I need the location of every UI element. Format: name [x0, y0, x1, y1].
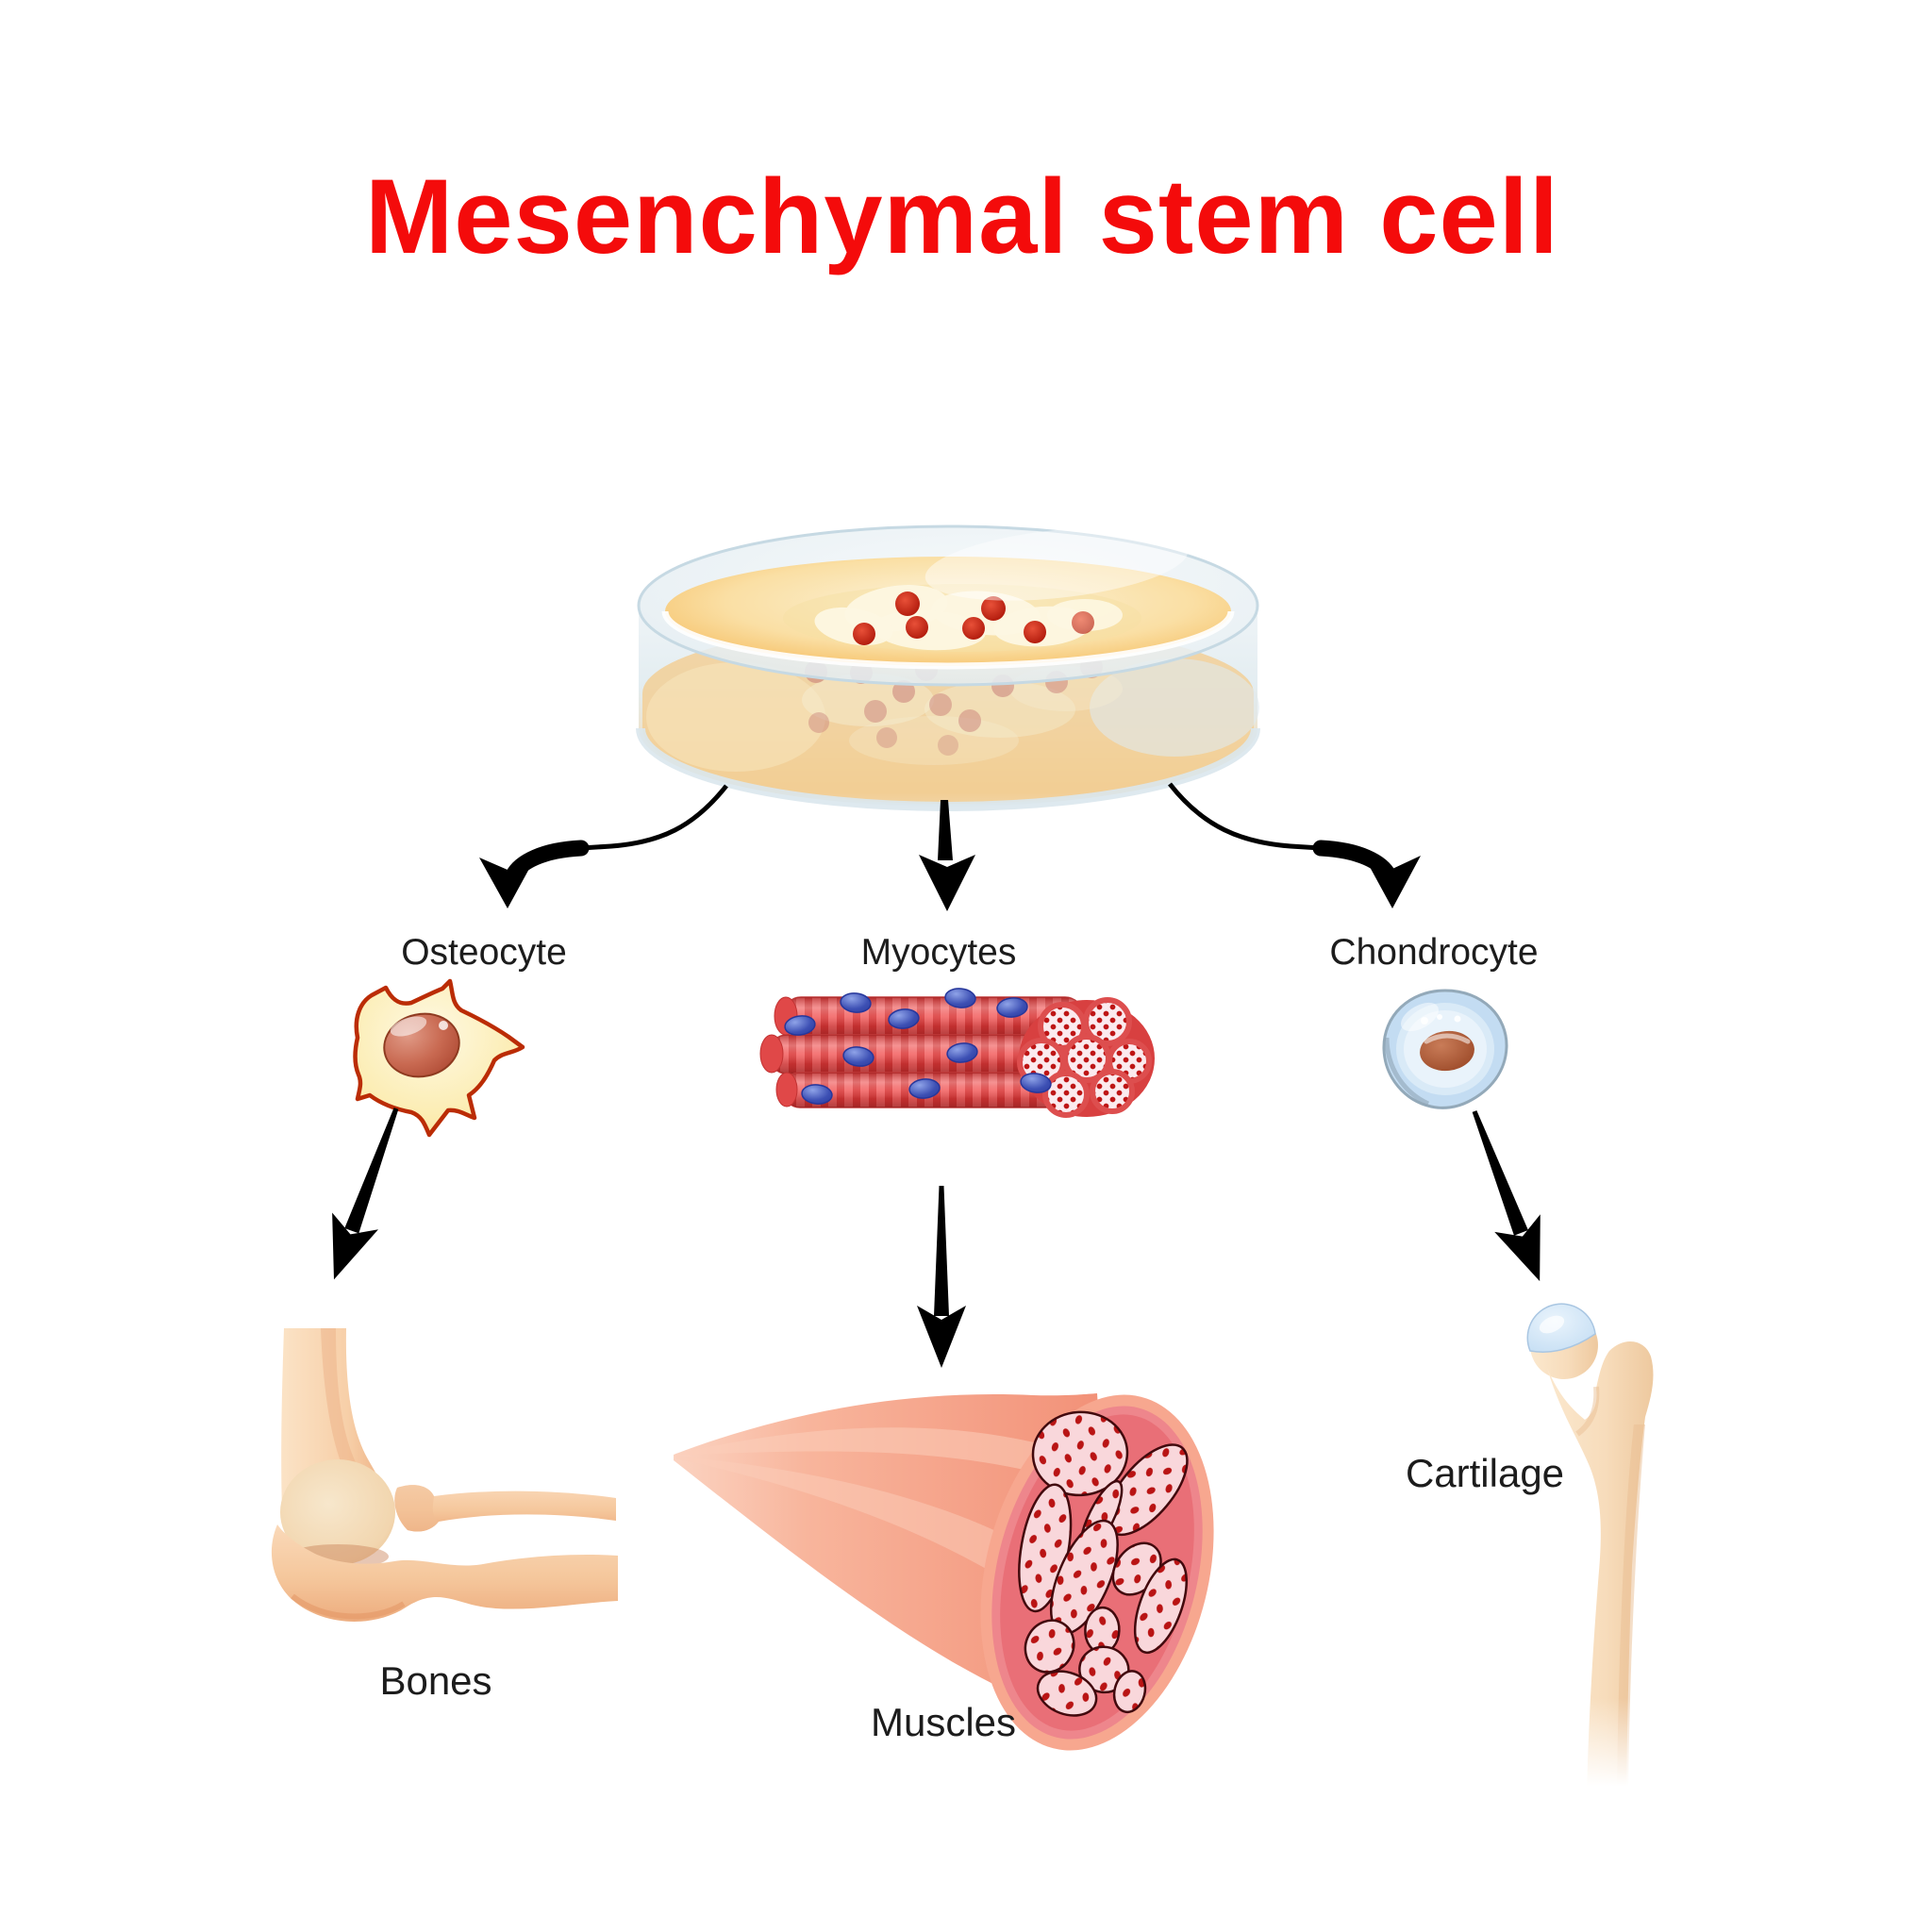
muscle-fiber-row-middle	[759, 1034, 1081, 1074]
chondrocyte-glints	[1421, 1014, 1461, 1024]
cartilage-illustration	[1526, 1303, 1654, 1802]
stem-cell-nuclei-dots	[853, 591, 1094, 645]
label-muscles: Muscles	[871, 1700, 1016, 1744]
label-bones: Bones	[379, 1658, 491, 1703]
humerus-shading	[321, 1328, 357, 1464]
arrow-osteocyte-to-bones	[332, 1108, 399, 1280]
humerus-shaft	[281, 1328, 392, 1511]
chondrocyte-nucleus	[1420, 1030, 1474, 1072]
myocyte-nuclei	[784, 988, 1052, 1105]
nucleus-glint	[439, 1021, 448, 1030]
page-title: Mesenchymal stem cell	[365, 158, 1559, 275]
femur-fade	[1566, 1698, 1641, 1802]
muscle-cross-section	[980, 1394, 1214, 1751]
glass-cool-reflection	[1090, 658, 1259, 757]
petri-dish-illustration	[636, 525, 1260, 811]
osteocyte-cell-illustration	[353, 978, 525, 1138]
muscle-highlight-streak-lower	[675, 1456, 1038, 1594]
chondrocyte-rim-shade	[1384, 1037, 1430, 1107]
ulna-shading	[291, 1593, 406, 1620]
label-myocytes: Myocytes	[861, 932, 1017, 973]
cartilage-cap	[1526, 1303, 1596, 1353]
label-chondrocyte: Chondrocyte	[1329, 932, 1538, 973]
femur-neck-shading	[1575, 1386, 1600, 1437]
myocytes-illustration	[759, 988, 1155, 1118]
nucleus-highlight	[390, 1016, 427, 1037]
label-cartilage: Cartilage	[1406, 1451, 1564, 1495]
radius-bone	[394, 1485, 616, 1532]
cartilage-highlight	[1539, 1315, 1565, 1334]
arrow-chondrocyte-to-cartilage	[1472, 1110, 1541, 1282]
chondrocyte-nucleus-highlight	[1424, 1033, 1471, 1044]
humerus-condyle	[280, 1459, 395, 1565]
arrow-dish-to-myocytes	[919, 800, 975, 911]
arrow-dish-to-osteocyte	[479, 784, 728, 908]
arrow-myocytes-to-muscles	[917, 1186, 966, 1368]
muscle-highlight-streak-upper	[675, 1427, 1057, 1476]
ulna-bone	[271, 1524, 618, 1622]
muscles-illustration	[674, 1393, 1214, 1751]
chondrocyte-cell-illustration	[1382, 989, 1508, 1109]
muscle-fascicles	[1018, 1410, 1189, 1717]
radius-head	[394, 1485, 439, 1532]
label-osteocyte: Osteocyte	[401, 932, 567, 973]
glass-warm-glow	[646, 662, 825, 772]
bones-illustration	[271, 1328, 618, 1622]
arrow-dish-to-chondrocyte	[1168, 782, 1421, 908]
medium-waterline	[661, 610, 1235, 670]
chondrocyte-highlight	[1401, 1002, 1439, 1032]
glass-top-highlight	[924, 527, 1189, 601]
